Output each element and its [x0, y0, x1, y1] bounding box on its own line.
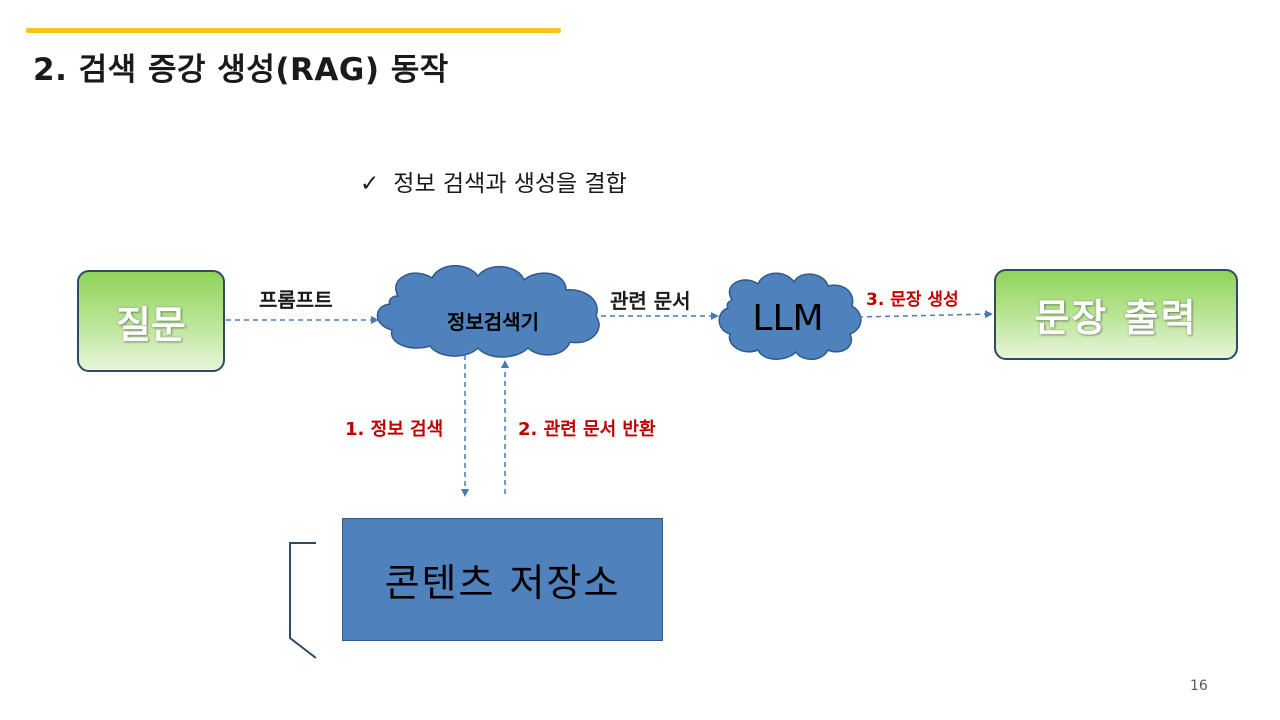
subtitle-text: 정보 검색과 생성을 결합 — [393, 171, 627, 197]
page-number: 16 — [1190, 678, 1208, 694]
related-docs-edge-label: 관련 문서 — [610, 289, 691, 313]
left-bracket — [289, 542, 317, 659]
llm-cloud-shape — [718, 272, 862, 360]
search-edge-label: 1. 정보 검색 — [345, 419, 444, 440]
retriever-cloud-shape — [376, 265, 600, 358]
content-store-node: 콘텐츠 저장소 — [342, 518, 663, 641]
llm-node-label: LLM — [752, 297, 824, 339]
output-node: 문장 출력 — [994, 269, 1238, 360]
prompt-edge-label: 프롬프트 — [259, 288, 333, 312]
question-node: 질문 — [77, 270, 225, 372]
return-docs-edge-label: 2. 관련 문서 반환 — [518, 419, 656, 440]
generate-arrow — [857, 310, 993, 319]
retriever-node-label: 정보검색기 — [447, 309, 539, 334]
checkmark-icon: ✓ — [360, 171, 380, 197]
title-accent-bar — [26, 28, 561, 33]
slide-title: 2. 검색 증강 생성(RAG) 동작 — [33, 52, 449, 88]
subtitle: ✓ 정보 검색과 생성을 결합 — [360, 164, 627, 198]
generate-edge-label: 3. 문장 생성 — [866, 290, 959, 310]
